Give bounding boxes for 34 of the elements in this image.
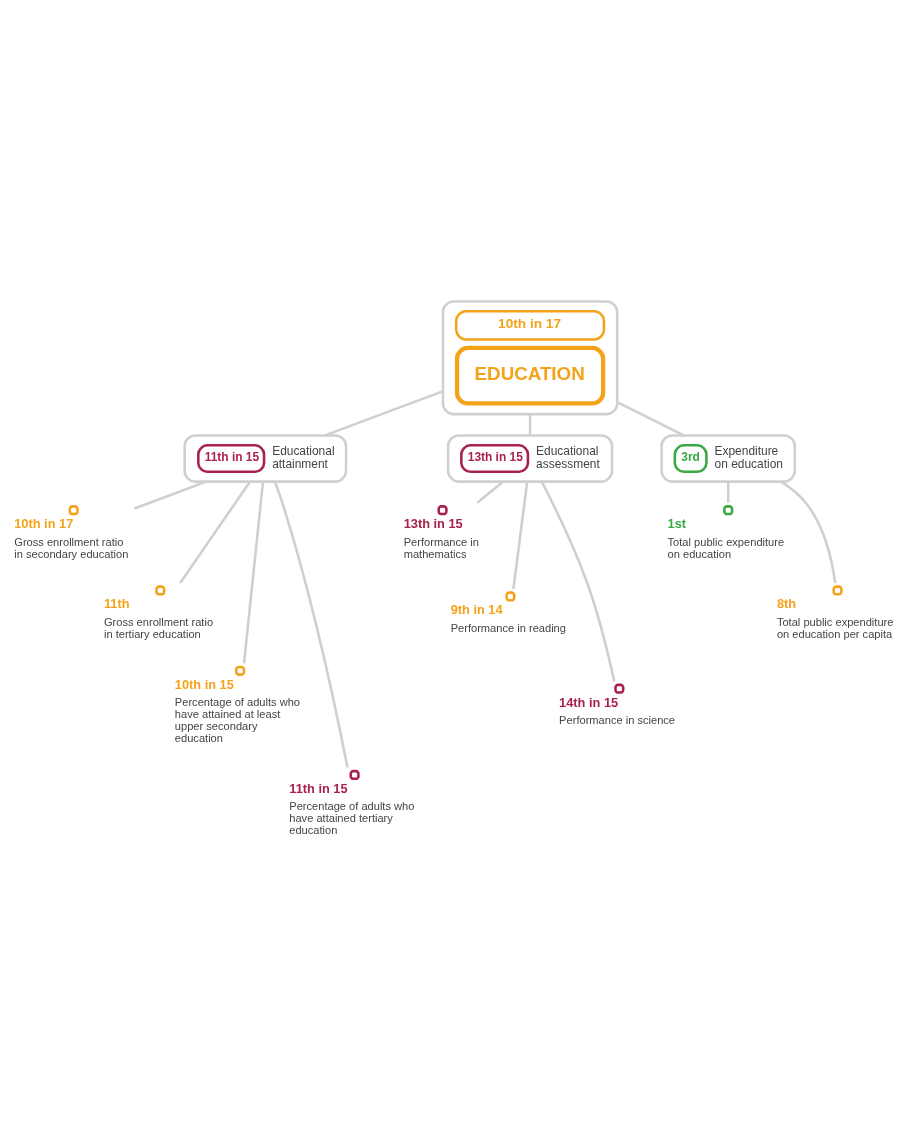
- connector: [540, 480, 616, 682]
- node-label: 10th in 17: [14, 515, 74, 531]
- node-box: 11th in 15 Educational attainment: [183, 433, 348, 483]
- node-label: 9th in 14: [450, 601, 503, 617]
- node-label: 11th: [103, 595, 130, 611]
- connector: [476, 480, 504, 504]
- node-label: 11th in 15: [289, 780, 348, 796]
- node-label: 13th in 15: [403, 515, 463, 531]
- node-label: Performance in mathematics: [403, 535, 479, 560]
- connector: [726, 481, 730, 503]
- connector: [616, 400, 685, 437]
- connector: [528, 413, 532, 435]
- connector: [512, 481, 529, 589]
- node-label: Percentage of adults who have attained tertiary education: [289, 799, 415, 836]
- node-label: Total public expenditure on education: [667, 535, 785, 560]
- node-label: 10th in 15: [174, 676, 234, 692]
- node-box: 13th in 15 Educational assessment: [446, 433, 614, 483]
- connector: [179, 480, 251, 584]
- node-label: Performance in science: [559, 713, 676, 726]
- node-label: Gross enrollment ratio in tertiary education: [103, 615, 214, 640]
- node-box: 3rd Expenditure on education: [660, 433, 797, 483]
- node-label: 8th: [776, 595, 797, 611]
- connector: [273, 480, 349, 768]
- connector: [780, 480, 837, 583]
- node-label: Performance in reading: [450, 621, 566, 634]
- node-label: Gross enrollment ratio in secondary education: [14, 535, 129, 560]
- connector: [134, 479, 207, 510]
- node-label: 14th in 15: [559, 694, 619, 710]
- connector: [242, 481, 265, 663]
- node-label: Total public expenditure on education per capita: [776, 615, 894, 640]
- node-label: Percentage of adults who have attained at least upper secondary education: [174, 695, 301, 744]
- connector: [324, 389, 444, 437]
- node-label: 1st: [667, 515, 687, 531]
- node-box: 10th in 17 EDUCATION: [441, 299, 619, 415]
